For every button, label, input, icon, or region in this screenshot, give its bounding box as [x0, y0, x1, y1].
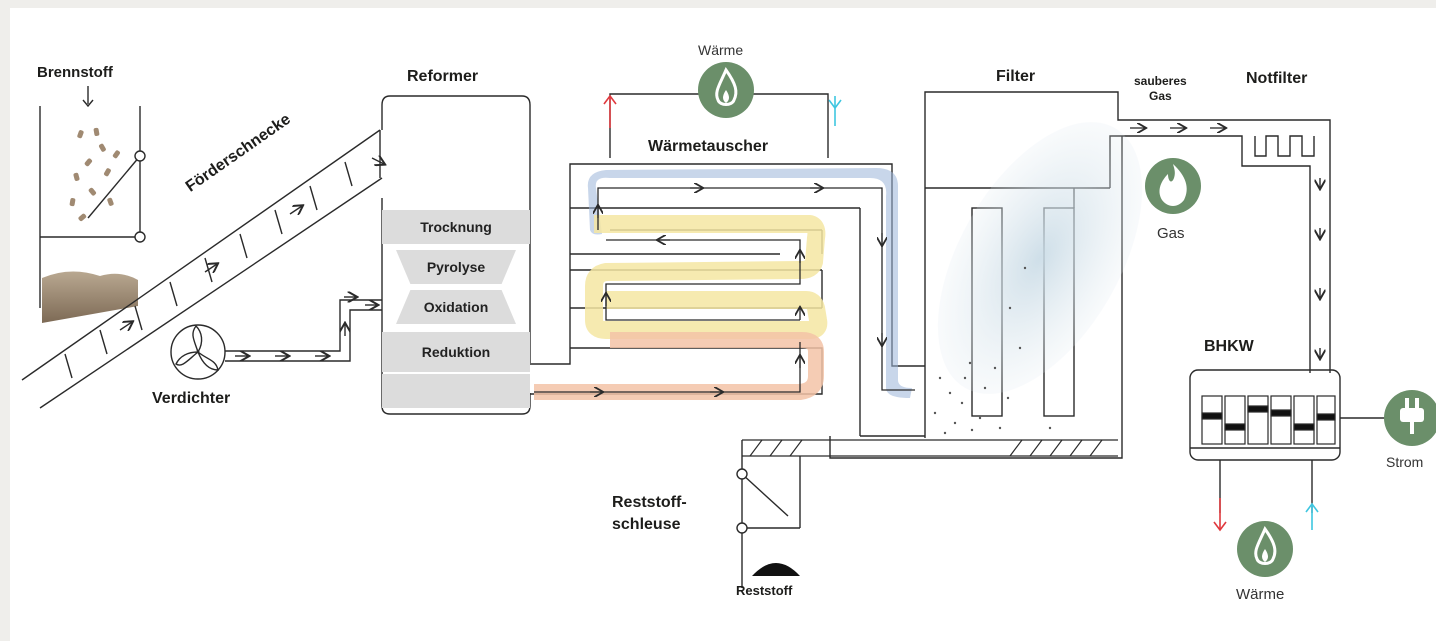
flow-orange-band [534, 332, 824, 400]
label-residue-lock-line2: schleuse [612, 516, 681, 533]
filter-floor-hatch [742, 439, 1118, 457]
flow-blue-band [587, 168, 912, 398]
diagram-canvas [21, 62, 1436, 588]
flame-icon [698, 62, 754, 118]
reformer-stage-pyrolysis: Pyrolyse [396, 250, 516, 284]
dust-particles [933, 266, 1052, 435]
label-gas: Gas [1157, 225, 1185, 242]
fuel-pellets [69, 127, 120, 222]
heat-arrows-bottom [1213, 498, 1319, 532]
compressor-pipe [225, 297, 382, 362]
label-compressor: Verdichter [152, 390, 231, 407]
label-chp: BHKW [1204, 338, 1254, 355]
emergency-filter [1235, 119, 1331, 373]
label-filter: Filter [996, 68, 1036, 85]
label-power: Strom [1386, 454, 1424, 470]
flow-yellow-band [585, 215, 828, 339]
fan-icon [170, 324, 226, 380]
label-clean-gas-line1: sauberes [1134, 74, 1187, 88]
gas-plume [937, 122, 1143, 394]
heat-arrows-top [603, 94, 842, 128]
flame-icon [1237, 521, 1293, 577]
label-heat-bottom: Wärme [1236, 586, 1285, 603]
reformer-stage-oxidation: Oxidation [396, 290, 516, 324]
chp-pistons [1201, 395, 1336, 445]
label-reformer: Reformer [407, 68, 479, 85]
conveyor-screw [21, 129, 384, 409]
label-residue-lock-line1: Reststoff- [612, 494, 687, 511]
flame-icon [1145, 158, 1201, 214]
flow-arrows [534, 188, 915, 392]
label-clean-gas-line2: Gas [1149, 89, 1172, 103]
fuel-hopper [39, 86, 146, 308]
fuel-pile [42, 271, 138, 323]
process-diagram: Trocknung Pyrolyse Oxidation Reduktion B… [10, 8, 1436, 641]
chp-unit [1189, 369, 1385, 513]
residue-pile [752, 563, 800, 576]
label-heat-top: Wärme [698, 42, 744, 58]
label-residue-lock: Reststoff- schleuse [612, 492, 687, 536]
plug-icon [1384, 390, 1436, 446]
reformer-stage-drying: Trocknung [382, 210, 530, 244]
reformer-vessel [381, 95, 531, 415]
label-heat-exchanger: Wärmetauscher [648, 138, 769, 155]
label-emergency-filter: Notfilter [1246, 70, 1308, 87]
label-residue: Reststoff [736, 583, 793, 598]
label-fuel: Brennstoff [37, 64, 113, 81]
residue-lock [736, 440, 801, 588]
reformer-stage-bottom [382, 374, 530, 408]
reformer-stage-reduction: Reduktion [382, 332, 530, 372]
label-clean-gas: sauberes Gas [1134, 74, 1187, 104]
